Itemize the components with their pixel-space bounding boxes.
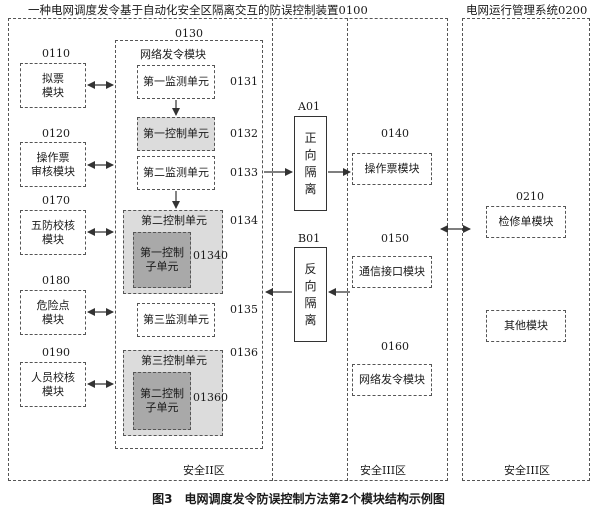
reverse-isolation-label: 反 向 隔 离 bbox=[304, 261, 317, 327]
unit-0136-label: 第三控制单元 bbox=[141, 354, 207, 367]
device-boundary bbox=[8, 18, 448, 481]
forward-isolation: 正 向 隔 离 bbox=[294, 116, 327, 211]
subunit-id-01340: 01340 bbox=[193, 249, 228, 262]
forward-isolation-label: 正 向 隔 离 bbox=[304, 130, 317, 196]
unit-id-0135: 0135 bbox=[230, 303, 258, 316]
unit-0135: 第三监测单元 bbox=[137, 303, 215, 337]
unit-0131: 第一监测单元 bbox=[137, 65, 215, 99]
subunit-01360: 第二控制 子单元 bbox=[133, 372, 191, 430]
system-title: 电网运行管理系统0200 bbox=[466, 3, 588, 17]
zone-label-zone2: 安全II区 bbox=[183, 464, 225, 477]
zone-label-zone3b: 安全III区 bbox=[504, 464, 551, 477]
module-other-label: 其他模块 bbox=[504, 319, 548, 332]
unit-id-0133: 0133 bbox=[230, 166, 258, 179]
zone-label-zone3a: 安全III区 bbox=[360, 464, 407, 477]
module-0190: 人员校核 模块 bbox=[20, 362, 86, 407]
module-0210-label: 检修单模块 bbox=[498, 215, 554, 228]
zone-divider-1 bbox=[272, 18, 273, 481]
unit-0135-label: 第三监测单元 bbox=[143, 313, 209, 326]
unit-id-0134: 0134 bbox=[230, 214, 258, 227]
module-id-0130: 0130 bbox=[175, 27, 203, 40]
unit-0131-label: 第一监测单元 bbox=[143, 75, 209, 88]
unit-0133: 第二监测单元 bbox=[137, 156, 215, 190]
subunit-01360-label: 第二控制 子单元 bbox=[140, 387, 184, 414]
subunit-01340-label: 第一控制 子单元 bbox=[140, 246, 184, 273]
net-module-title: 网络发令模块 bbox=[140, 48, 206, 61]
module-0150-label: 通信接口模块 bbox=[359, 265, 425, 278]
module-0170: 五防校核 模块 bbox=[20, 210, 86, 255]
module-0160-label: 网络发令模块 bbox=[359, 373, 425, 386]
unit-0134-label: 第二控制单元 bbox=[141, 214, 207, 227]
module-id-0190: 0190 bbox=[42, 346, 70, 359]
module-0140: 操作票模块 bbox=[352, 153, 432, 185]
unit-id-0131: 0131 bbox=[230, 75, 258, 88]
module-id-0140: 0140 bbox=[381, 127, 409, 140]
module-0160: 网络发令模块 bbox=[352, 364, 432, 396]
module-0120-label: 操作票 审核模块 bbox=[31, 150, 75, 178]
unit-id-0136: 0136 bbox=[230, 346, 258, 359]
module-0190-label: 人员校核 模块 bbox=[31, 370, 75, 398]
system-boundary bbox=[462, 18, 590, 481]
zone-divider-2 bbox=[347, 18, 348, 481]
module-id-0110: 0110 bbox=[42, 47, 70, 60]
module-0180: 危险点 模块 bbox=[20, 290, 86, 335]
module-0110-label: 拟票 模块 bbox=[42, 71, 64, 99]
module-0140-label: 操作票模块 bbox=[364, 162, 420, 175]
unit-0132-label: 第一控制单元 bbox=[143, 127, 209, 140]
module-id-0150: 0150 bbox=[381, 232, 409, 245]
module-0180-label: 危险点 模块 bbox=[36, 298, 70, 326]
module-id-0180: 0180 bbox=[42, 274, 70, 287]
figure-caption: 图3 电网调度发令防误控制方法第2个模块结构示例图 bbox=[152, 492, 445, 506]
unit-0133-label: 第二监测单元 bbox=[143, 166, 209, 179]
module-id-0160: 0160 bbox=[381, 340, 409, 353]
net-module-0130 bbox=[115, 40, 263, 449]
unit-id-0132: 0132 bbox=[230, 127, 258, 140]
module-0170-label: 五防校核 模块 bbox=[31, 218, 75, 246]
module-0150: 通信接口模块 bbox=[352, 256, 432, 288]
reverse-isolation: 反 向 隔 离 bbox=[294, 247, 327, 342]
module-0210: 检修单模块 bbox=[486, 206, 566, 238]
subunit-id-01360: 01360 bbox=[193, 391, 228, 404]
subunit-01340: 第一控制 子单元 bbox=[133, 232, 191, 288]
isolation-id-b01: B01 bbox=[298, 232, 321, 245]
module-id-0120: 0120 bbox=[42, 127, 70, 140]
module-id-0170: 0170 bbox=[42, 194, 70, 207]
module-id-0210: 0210 bbox=[516, 190, 544, 203]
isolation-id-a01: A01 bbox=[298, 100, 320, 113]
device-title: 一种电网调度发令基于自动化安全区隔离交互的防误控制装置0100 bbox=[28, 3, 368, 17]
unit-0132: 第一控制单元 bbox=[137, 117, 215, 151]
module-other: 其他模块 bbox=[486, 310, 566, 342]
module-0110: 拟票 模块 bbox=[20, 63, 86, 108]
module-0120: 操作票 审核模块 bbox=[20, 142, 86, 187]
